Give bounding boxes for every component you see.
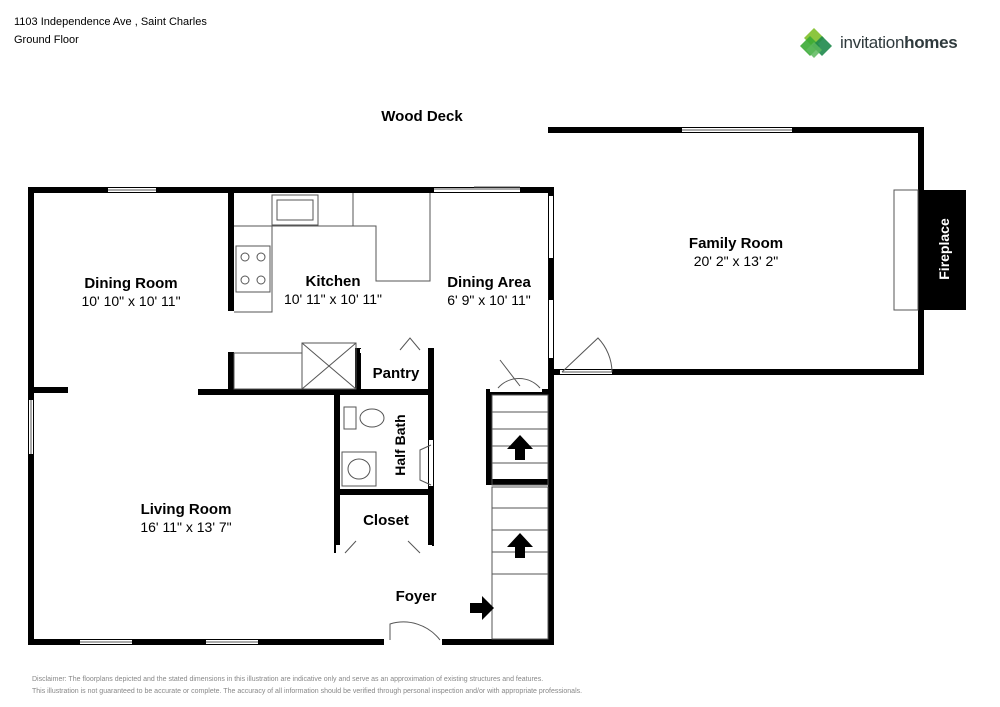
living-north-wall <box>198 389 434 395</box>
wood-deck-label: Wood Deck <box>381 108 463 125</box>
family-room-south-wall <box>548 369 924 375</box>
disclaimer-line-2: This illustration is not guaranteed to b… <box>32 688 583 695</box>
half-bath-label: Half Bath <box>392 414 408 476</box>
living-stub-wall <box>28 387 68 393</box>
walls <box>28 127 924 645</box>
fixtures <box>30 129 919 643</box>
dining-area-label: Dining Area 6' 9" x 10' 11" <box>447 274 531 308</box>
logo-wordmark: invitationhomes <box>840 33 958 52</box>
kitchen-label: Kitchen 10' 11" x 10' 11" <box>283 273 383 307</box>
dining-kitchen-wall <box>228 187 234 311</box>
pantry-west-wall <box>355 348 361 390</box>
up-arrow-icon <box>507 435 533 460</box>
floor-label: Ground Floor <box>14 34 79 46</box>
stair-west-wall <box>486 389 492 485</box>
property-address: 1103 Independence Ave , Saint Charles <box>14 16 207 28</box>
east-wall-main <box>548 187 554 645</box>
closet-label: Closet <box>363 512 409 529</box>
foyer-label: Foyer <box>395 588 437 605</box>
fireplace-label: Fireplace <box>936 218 952 280</box>
pantry-label: Pantry <box>372 365 420 382</box>
entry-arrow-icon <box>470 596 494 620</box>
dining-room-label: Dining Room 10' 10" x 10' 11" <box>81 275 181 309</box>
living-room-label: Living Room 16' 11" x 13' 7" <box>140 501 232 535</box>
wall-openings <box>29 128 792 645</box>
logo-mark-icon <box>800 28 832 58</box>
up-arrow-icon <box>507 533 533 558</box>
north-wall <box>28 187 554 193</box>
family-room-east-wall <box>918 127 924 375</box>
south-wall <box>28 639 554 645</box>
fireplace-block <box>922 190 966 310</box>
stair-arrows <box>470 435 533 620</box>
family-room-label: Family Room 20' 2" x 13' 2" <box>688 235 784 269</box>
bath-west-wall <box>334 389 340 553</box>
living-stub-wall-2 <box>228 352 234 392</box>
stair-mid-wall <box>486 479 554 485</box>
invitation-homes-logo: invitationhomes <box>798 26 978 62</box>
disclaimer-line-1: Disclaimer: The floorplans depicted and … <box>32 676 544 683</box>
bath-south-wall <box>334 489 434 495</box>
